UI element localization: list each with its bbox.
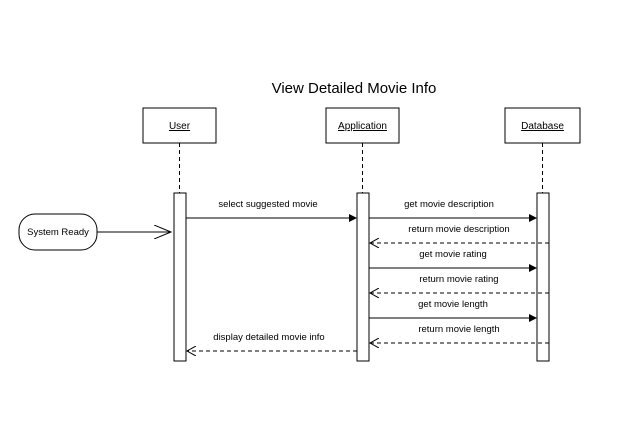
message-get-movie-length: get movie length bbox=[369, 299, 537, 322]
activation-database bbox=[536, 192, 550, 362]
lifeline-application-label: Application bbox=[338, 121, 387, 132]
message-select-suggested-movie: select suggested movie bbox=[186, 199, 357, 222]
lifeline-user-label: User bbox=[169, 121, 191, 132]
lifeline-database-head bbox=[504, 107, 581, 144]
message-display-detailed-movie-info: display detailed movie info bbox=[187, 332, 357, 351]
message-return-movie-length: return movie length bbox=[370, 324, 549, 343]
message-label: display detailed movie info bbox=[213, 332, 324, 343]
lifeline-user: User bbox=[142, 107, 217, 362]
message-label: return movie description bbox=[408, 224, 509, 235]
diagram-title: View Detailed Movie Info bbox=[272, 80, 437, 97]
activation-user bbox=[173, 192, 187, 362]
initial-state: System Ready bbox=[18, 213, 171, 251]
message-label: select suggested movie bbox=[218, 199, 317, 210]
activation-application bbox=[356, 192, 370, 362]
lifeline-user-head bbox=[142, 107, 217, 144]
initial-state-label: System Ready bbox=[27, 227, 89, 238]
message-label: get movie description bbox=[404, 199, 494, 210]
message-get-movie-rating: get movie rating bbox=[369, 249, 537, 272]
message-return-movie-rating: return movie rating bbox=[370, 274, 549, 293]
lifeline-application-head bbox=[325, 107, 400, 144]
message-label: return movie length bbox=[418, 324, 499, 335]
message-get-movie-description: get movie description bbox=[369, 199, 537, 222]
lifeline-application: Application bbox=[325, 107, 400, 362]
message-return-movie-description: return movie description bbox=[370, 224, 549, 243]
lifeline-database: Database bbox=[504, 107, 581, 362]
message-label: get movie length bbox=[418, 299, 488, 310]
message-label: get movie rating bbox=[419, 249, 487, 260]
message-label: return movie rating bbox=[419, 274, 498, 285]
lifeline-database-label: Database bbox=[521, 121, 564, 132]
